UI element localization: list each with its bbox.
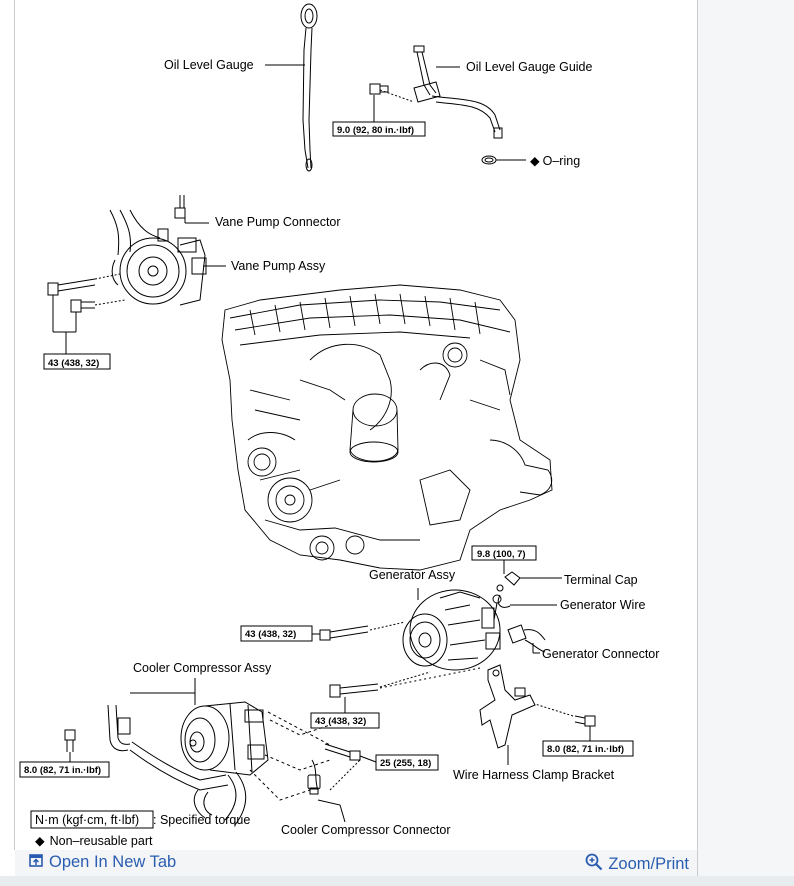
open-in-new-tab-icon	[29, 853, 44, 872]
torque-box-vane-pump	[43, 353, 111, 370]
compressor-left-bolt	[64, 729, 76, 752]
torque-gen-lower: 43 (438, 32)	[315, 716, 366, 727]
legend-diamond: ◆	[35, 834, 45, 848]
label-vane-pump-assy: Vane Pump Assy	[231, 259, 326, 273]
right-panel	[698, 0, 794, 886]
label-oil-level-gauge: Oil Level Gauge	[164, 58, 254, 72]
zoom-print-link[interactable]: Zoom/Print	[585, 853, 689, 876]
oil-guide-bolt	[369, 83, 389, 95]
torque-vane-pump: 43 (438, 32)	[48, 358, 99, 369]
right-border	[697, 0, 698, 886]
torque-oil-guide: 9.0 (92, 80 in.·lbf)	[337, 125, 414, 136]
non-reusable-diamond: ◆	[530, 154, 540, 168]
legend-unit-box	[30, 810, 154, 829]
label-generator-assy: Generator Assy	[369, 568, 456, 582]
left-border	[14, 0, 15, 850]
torque-box-bracket	[542, 740, 634, 757]
generator-drawing	[402, 589, 502, 671]
open-in-new-tab-label: Open In New Tab	[49, 853, 177, 871]
zoom-icon	[585, 853, 603, 876]
wire-harness-clamp-bracket-drawing	[479, 664, 536, 749]
vane-pump-drawing	[109, 195, 207, 306]
cooler-compressor-drawing	[107, 701, 269, 826]
generator-upper-bolt	[319, 621, 406, 641]
oil-level-gauge-drawing	[300, 3, 318, 172]
label-oil-level-gauge-guide: Oil Level Gauge Guide	[466, 60, 593, 74]
label-cooler-compressor-assy: Cooler Compressor Assy	[133, 661, 272, 675]
label-generator-connector: Generator Connector	[542, 647, 659, 661]
compressor-bolt	[249, 711, 377, 801]
torque-bracket: 8.0 (82, 71 in.·lbf)	[547, 744, 624, 755]
torque-comp-left: 8.0 (82, 71 in.·lbf)	[24, 765, 101, 776]
footer-bar: Open In New Tab Zoom/Print	[15, 850, 697, 876]
torque-box-terminal	[471, 545, 537, 561]
open-in-new-tab-link[interactable]: Open In New Tab	[29, 853, 176, 872]
zoom-print-label: Zoom/Print	[608, 855, 689, 873]
vane-pump-bolts	[47, 273, 126, 354]
oil-level-gauge-guide-drawing	[413, 45, 503, 165]
label-terminal-cap: Terminal Cap	[564, 573, 638, 587]
legend-specified-torque: : Specified torque	[153, 813, 250, 827]
torque-box-gen-lower	[310, 712, 380, 729]
bottom-strip	[0, 876, 794, 886]
generator-lower-bolt	[329, 671, 431, 713]
label-wire-harness-clamp-bracket: Wire Harness Clamp Bracket	[453, 768, 615, 782]
torque-terminal: 9.8 (100, 7)	[477, 549, 526, 560]
bracket-bolt	[534, 703, 596, 741]
label-generator-wire: Generator Wire	[560, 598, 645, 612]
torque-comp: 25 (255, 18)	[380, 758, 431, 769]
torque-box-gen-upper	[240, 625, 313, 642]
label-vane-pump-connector: Vane Pump Connector	[215, 215, 341, 229]
generator-connector-drawing	[507, 624, 546, 653]
torque-gen-upper: 43 (438, 32)	[245, 629, 296, 640]
legend-non-reusable: ◆Non–reusable part	[35, 834, 153, 848]
cooler-compressor-connector-drawing	[307, 759, 321, 795]
legend-unit-text: N·m (kgf·cm, ft·lbf)	[35, 813, 139, 827]
torque-box-comp-left	[19, 761, 110, 778]
engine-block-drawing	[221, 284, 553, 571]
label-cooler-compressor-connector: Cooler Compressor Connector	[281, 823, 451, 837]
torque-box-oil-guide	[332, 121, 426, 137]
label-o-ring: ◆O–ring	[530, 154, 580, 168]
torque-box-comp	[375, 754, 439, 771]
terminal-cap-drawing	[496, 571, 521, 608]
engine-components-diagram: Oil Level Gauge Oil Level Gauge Guide ◆O…	[19, 3, 659, 848]
